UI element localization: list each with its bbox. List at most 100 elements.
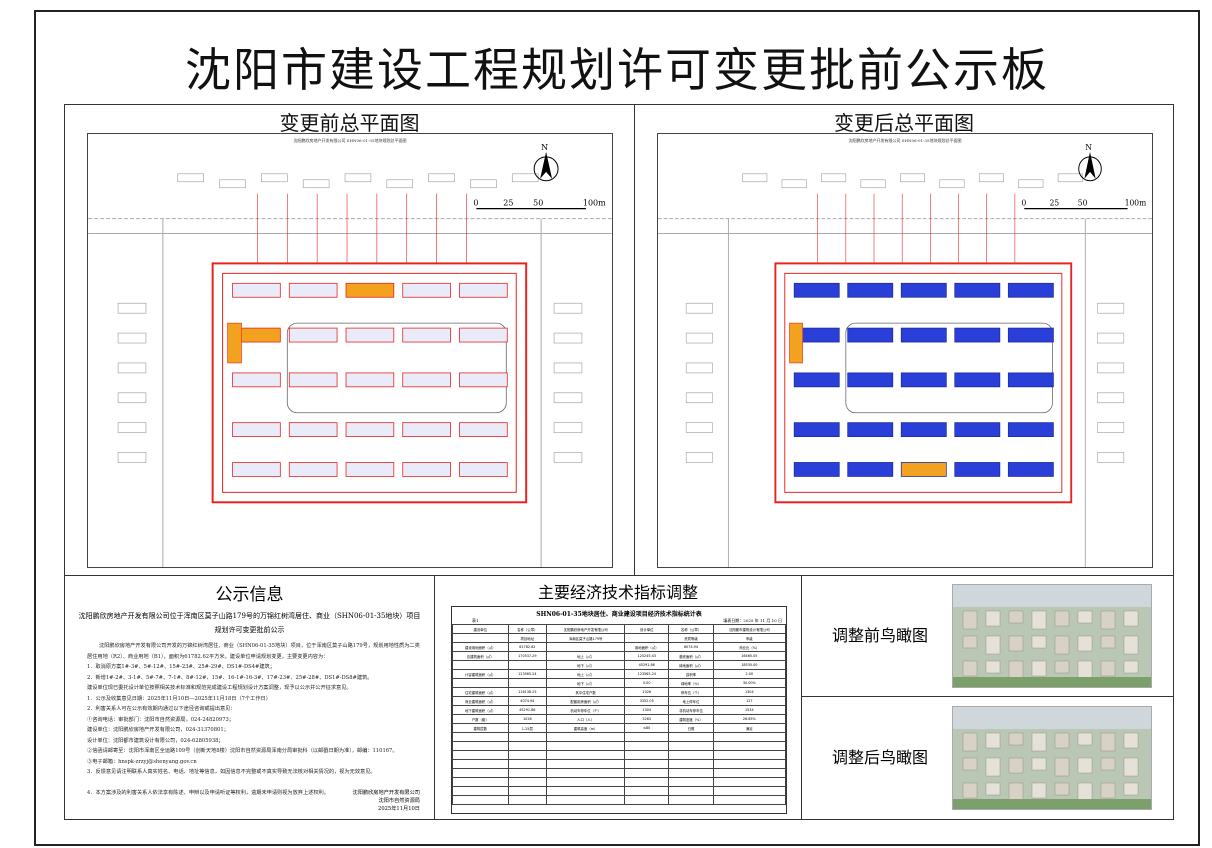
table-cell <box>452 660 509 670</box>
aerial-tower <box>1077 635 1093 652</box>
residential-building <box>847 462 894 477</box>
context-building <box>511 173 539 183</box>
residential-building <box>345 462 395 477</box>
notice-board: 沈阳市建设工程规划许可变更批前公示板 变更前总平面图 沈阳鹏欣房地产开发有限公司… <box>34 10 1200 846</box>
context-building <box>685 392 713 404</box>
context-building <box>685 422 713 433</box>
aerial-tower <box>985 635 1001 655</box>
context-building <box>553 392 583 404</box>
context-building <box>177 173 204 183</box>
residential-building <box>1007 462 1054 477</box>
residential-building <box>402 372 451 388</box>
context-building <box>117 302 147 314</box>
residential-building <box>459 422 508 438</box>
board-title: 沈阳市建设工程规划许可变更批前公示板 <box>185 43 1049 97</box>
aerial-after: 调整后鸟瞰图 <box>802 698 1173 819</box>
site-boundary-inner <box>222 272 517 493</box>
aerial-greenery <box>953 677 1151 687</box>
residential-building <box>793 372 840 388</box>
table-cell <box>452 633 509 643</box>
residential-building <box>288 282 338 298</box>
table-row <box>452 795 787 805</box>
info-paragraph: 2．新增1#-2#、3-1#、5#-7#、7-1#、8#-12#、15#、16-… <box>87 674 373 681</box>
table-cell: 商业建筑面积（㎡） <box>452 696 509 706</box>
internal-road <box>286 322 507 414</box>
context-building <box>1097 452 1125 463</box>
aerial-tower <box>962 757 978 771</box>
aerial-tower <box>1100 610 1116 630</box>
table-row <box>452 768 787 778</box>
context-building <box>117 422 147 433</box>
scale-label: 100m <box>583 199 606 208</box>
context-building <box>344 173 372 183</box>
table-cell: 设计单位 <box>624 624 670 634</box>
residential-building <box>288 327 338 343</box>
table-cell: 1-25层 <box>507 723 548 733</box>
residential-building <box>402 282 451 298</box>
aerial-tower <box>1077 732 1093 746</box>
table-cell: 停车位（个） <box>668 687 714 697</box>
context-building <box>302 179 330 189</box>
residential-building <box>900 282 947 298</box>
aerial-tower <box>1054 757 1070 777</box>
table-cell: 绿地率（%） <box>668 678 714 688</box>
table-cell: 16465.05 <box>712 651 787 661</box>
context-building <box>685 362 713 374</box>
table-cell: 容积率 <box>668 669 714 679</box>
table-cell <box>507 660 548 670</box>
residential-building <box>288 462 338 477</box>
table-cell: 地上（㎡） <box>546 651 626 661</box>
indicator-panel: 主要经济技术指标调整 SHN06-01-35地块居住、商业建设项目经济技术指标统… <box>434 575 802 820</box>
table-cell: 名称（公章） <box>668 624 714 634</box>
table-caption: SHN06-01-35地块居住、商业建设项目经济技术指标统计表 <box>536 611 702 618</box>
table-cell: 其中住宅户数 <box>546 687 626 697</box>
table-cell: 地下（㎡） <box>546 678 626 688</box>
info-paragraph: 设计单位：沈阳都市建筑设计有限公司，024-62805938； <box>87 737 224 744</box>
info-paragraph: 建设单位：沈阳鹏欣房地产开发有限公司，024-31370801； <box>87 727 229 733</box>
aerial-tower <box>985 782 1001 796</box>
table-cell: 26.65% <box>712 714 787 724</box>
scale-label: 25 <box>503 199 513 208</box>
scale-label: 25 <box>1050 198 1060 207</box>
residential-building <box>793 462 840 477</box>
site-boundary <box>774 262 1073 504</box>
aerial-greenery <box>953 799 1151 809</box>
scale-label: 50 <box>1078 198 1088 207</box>
table-row <box>452 786 787 796</box>
aerial-tower <box>1031 635 1047 649</box>
table-cell: 甲级 <box>712 633 787 643</box>
north-label: N <box>1085 143 1092 152</box>
table-cell: 45291.86 <box>624 660 670 670</box>
table-cell: 建筑密度（%） <box>668 714 714 724</box>
info-paragraph: ③电子邮箱：hnspk-zrzyj@shenyang.gov.cn <box>87 758 197 765</box>
info-paragraph: 3．反馈意见请注明联系人真实姓名、电话、地址等信息，如因信息不完整或不真实导致无… <box>87 769 376 775</box>
aerial-tower <box>1008 660 1024 680</box>
residential-building <box>954 462 1001 477</box>
table-cell: ≤80 <box>624 723 670 733</box>
residential-building <box>900 422 947 438</box>
context-building <box>939 179 965 189</box>
scale-label: 50 <box>533 199 543 208</box>
info-paragraph: ②信函请邮寄至：沈阳市浑南区全运路109号（创新天地8楼）沈阳市自然资源局浑南分… <box>87 748 398 754</box>
context-building <box>685 452 713 463</box>
residential-building <box>900 462 947 477</box>
residential-building <box>900 372 947 388</box>
scale-label: 0 <box>1021 198 1026 207</box>
indicator-heading: 主要经济技术指标调整 <box>537 583 698 602</box>
table-cell: 计容建筑面积（㎡） <box>452 669 509 679</box>
context-building <box>978 173 1004 183</box>
context-building <box>742 173 768 183</box>
table-cell: 总建筑面积（㎡） <box>452 651 509 661</box>
aerial-tower <box>962 610 978 630</box>
context-building <box>1097 392 1125 404</box>
table-row <box>452 777 787 787</box>
table-cell: 3352.05 <box>624 696 670 706</box>
aerial-tower <box>985 660 1001 674</box>
context-building <box>1097 302 1125 314</box>
aerial-before-image <box>952 584 1152 688</box>
context-building <box>685 332 713 344</box>
